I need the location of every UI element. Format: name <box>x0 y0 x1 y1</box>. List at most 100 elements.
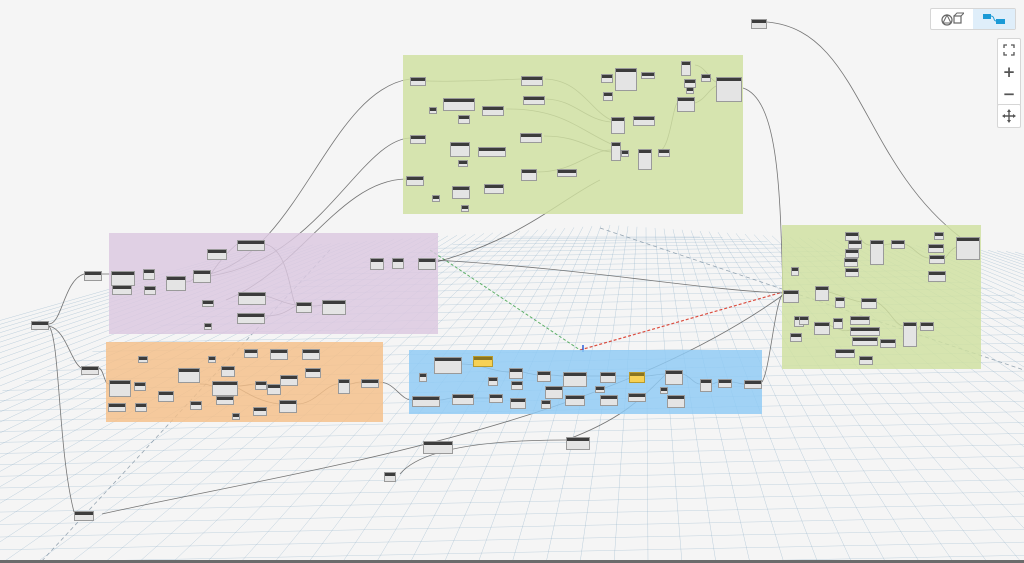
graph-node[interactable] <box>202 300 214 307</box>
graph-node[interactable] <box>700 379 712 392</box>
graph-node[interactable] <box>677 97 695 112</box>
graph-node[interactable] <box>279 400 297 413</box>
graph-node[interactable] <box>112 285 132 295</box>
graph-node[interactable] <box>419 373 427 382</box>
graph-node[interactable] <box>461 205 469 212</box>
graph-node[interactable] <box>701 74 711 82</box>
graph-node[interactable] <box>484 184 504 194</box>
graph-view-button[interactable] <box>973 9 1015 29</box>
graph-node[interactable] <box>207 249 227 260</box>
graph-node[interactable] <box>541 400 551 409</box>
graph-node[interactable] <box>859 356 873 365</box>
graph-node[interactable] <box>84 271 102 281</box>
graph-node[interactable] <box>815 286 829 301</box>
graph-node[interactable] <box>658 149 670 157</box>
graph-node[interactable] <box>443 98 475 111</box>
graph-node[interactable] <box>509 368 523 379</box>
graph-node[interactable] <box>432 195 440 202</box>
graph-node[interactable] <box>108 403 126 412</box>
graph-node[interactable] <box>557 169 577 177</box>
graph-node[interactable] <box>450 142 470 157</box>
graph-node[interactable] <box>221 366 235 377</box>
graph-node[interactable] <box>452 394 474 405</box>
graph-node[interactable] <box>833 318 843 329</box>
graph-node[interactable] <box>74 511 94 521</box>
graph-node[interactable] <box>270 349 288 360</box>
graph-node[interactable] <box>511 381 523 390</box>
graph-node[interactable] <box>523 96 545 105</box>
graph-node[interactable] <box>412 396 440 407</box>
graph-node[interactable] <box>111 271 135 286</box>
graph-node[interactable] <box>267 384 281 395</box>
graph-node[interactable] <box>686 87 694 94</box>
graph-node[interactable] <box>629 372 645 383</box>
graph-node[interactable] <box>880 339 896 348</box>
graph-node[interactable] <box>143 269 155 280</box>
graph-node[interactable] <box>216 396 234 405</box>
graph-node[interactable] <box>600 372 616 383</box>
graph-node[interactable] <box>204 323 212 330</box>
graph-node[interactable] <box>253 407 267 416</box>
graph-node[interactable] <box>611 117 625 134</box>
graph-node[interactable] <box>478 147 506 157</box>
graph-node[interactable] <box>848 240 862 249</box>
graph-node[interactable] <box>138 356 148 363</box>
graph-node[interactable] <box>537 371 551 382</box>
graph-node[interactable] <box>322 300 346 315</box>
graph-node[interactable] <box>237 313 265 324</box>
graph-node[interactable] <box>109 380 131 397</box>
graph-node[interactable] <box>135 403 147 412</box>
graph-node[interactable] <box>545 386 563 399</box>
geometry-preview-button[interactable] <box>931 9 973 29</box>
graph-node[interactable] <box>338 379 350 394</box>
graph-node[interactable] <box>296 302 312 313</box>
graph-node[interactable] <box>237 240 265 251</box>
graph-node[interactable] <box>392 258 404 269</box>
graph-node[interactable] <box>628 393 646 402</box>
fit-view-button[interactable] <box>998 39 1020 61</box>
graph-node[interactable] <box>718 379 732 388</box>
graph-node[interactable] <box>681 61 691 76</box>
graph-node[interactable] <box>611 142 621 161</box>
graph-node[interactable] <box>783 290 799 303</box>
graph-node[interactable] <box>641 72 655 79</box>
graph-node[interactable] <box>956 237 980 260</box>
graph-node[interactable] <box>418 258 436 270</box>
graph-node[interactable] <box>929 255 945 264</box>
graph-node[interactable] <box>660 387 668 394</box>
graph-node[interactable] <box>238 292 266 305</box>
graph-node[interactable] <box>633 116 655 126</box>
graph-node[interactable] <box>212 381 238 396</box>
graph-node[interactable] <box>410 135 426 144</box>
graph-node[interactable] <box>595 386 605 393</box>
graph-node[interactable] <box>521 169 537 181</box>
graph-node[interactable] <box>920 322 934 331</box>
graph-node[interactable] <box>232 413 240 420</box>
graph-node[interactable] <box>928 271 946 282</box>
graph-node[interactable] <box>716 77 742 102</box>
graph-node[interactable] <box>144 286 156 295</box>
graph-node[interactable] <box>852 337 878 346</box>
graph-node[interactable] <box>850 316 870 325</box>
graph-node[interactable] <box>458 115 470 124</box>
graph-node[interactable] <box>790 333 802 342</box>
graph-node[interactable] <box>193 270 211 283</box>
graph-node[interactable] <box>563 372 587 387</box>
graph-node[interactable] <box>81 366 99 375</box>
graph-node[interactable] <box>482 106 504 116</box>
graph-node[interactable] <box>423 441 453 454</box>
graph-node[interactable] <box>667 395 685 408</box>
graph-node[interactable] <box>845 249 859 258</box>
graph-node[interactable] <box>870 240 884 265</box>
graph-node[interactable] <box>429 107 437 114</box>
graph-node[interactable] <box>31 321 49 330</box>
graph-node[interactable] <box>255 381 267 390</box>
graph-node[interactable] <box>845 268 859 277</box>
graph-node[interactable] <box>190 401 202 410</box>
graph-node[interactable] <box>891 240 905 249</box>
graph-node[interactable] <box>488 377 498 386</box>
graph-node[interactable] <box>208 356 216 363</box>
graph-node[interactable] <box>521 76 543 86</box>
graph-node[interactable] <box>302 349 320 360</box>
graph-node[interactable] <box>244 349 258 358</box>
